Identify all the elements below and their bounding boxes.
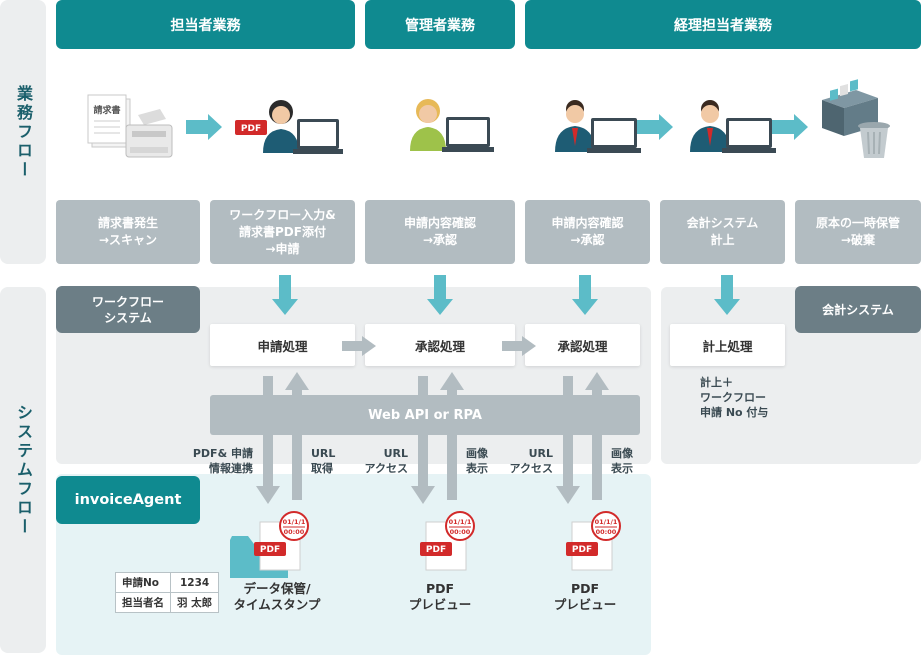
arrow-process-1 xyxy=(342,336,376,356)
metadata-table: 申請No 1234 担当者名 羽 太郎 xyxy=(115,572,220,613)
svg-text:PDF: PDF xyxy=(260,545,280,555)
process-application: 申請処理 xyxy=(210,324,355,366)
svg-text:01/1/1: 01/1/1 xyxy=(595,518,618,526)
folder-pdf-stamp-icon: PDF 01/1/1 00:00 xyxy=(230,511,309,578)
caption-data-storage: データ保管/ タイムスタンプ xyxy=(233,581,321,612)
svg-text:PDF: PDF xyxy=(426,545,446,555)
task-workflow-input: ワークフロー入力& 請求書PDF添付 →申請 xyxy=(210,200,355,264)
svg-text:00:00: 00:00 xyxy=(284,528,305,536)
label-image-display-1: 画像 表示 xyxy=(466,447,488,475)
accounting-note: 計上＋ ワークフロー 申請 No 付与 xyxy=(700,376,769,419)
invoiceagent-label: invoiceAgent xyxy=(56,476,200,524)
svg-text:00:00: 00:00 xyxy=(596,528,617,536)
web-api-rpa-bar: Web API or RPA xyxy=(210,395,640,435)
label-pdf-info: PDF& 申請 情報連携 xyxy=(192,447,253,475)
arrow-pair-3 xyxy=(556,372,609,504)
label-url-access-1: URL アクセス xyxy=(364,447,408,475)
table-cell-key: 担当者名 xyxy=(115,592,171,613)
task-review-approve-manager: 申請内容確認 →承認 xyxy=(365,200,515,264)
table-row: 担当者名 羽 太郎 xyxy=(115,592,220,613)
accountant-pc-icon-1 xyxy=(555,100,641,153)
business-flow-label: 業務フロー xyxy=(0,0,46,264)
task-original-storage: 原本の一時保管 →破棄 xyxy=(795,200,921,264)
arrow-down-2 xyxy=(427,275,453,315)
pdf-preview-icon-1: PDF 01/1/1 00:00 xyxy=(420,511,475,571)
arrow-down-4 xyxy=(714,275,740,315)
caption-pdf-preview-1: PDF プレビュー xyxy=(408,581,472,612)
process-approval-1: 承認処理 xyxy=(365,324,515,366)
scanner-invoice-icon: 請求書 xyxy=(87,94,173,158)
staff-pdf-pc-icon: PDF xyxy=(235,100,343,154)
header-accounting: 経理担当者業務 xyxy=(525,0,921,49)
svg-text:01/1/1: 01/1/1 xyxy=(449,518,472,526)
system-flow-label: システムフロー xyxy=(0,287,46,653)
label-url-access-2: URL アクセス xyxy=(509,447,553,475)
manager-pc-icon xyxy=(410,99,494,152)
task-accounting-entry: 会計システム 計上 xyxy=(660,200,785,264)
label-image-display-2: 画像 表示 xyxy=(611,447,633,475)
task-invoice-scan: 請求書発生 →スキャン xyxy=(56,200,200,264)
table-row: 申請No 1234 xyxy=(115,572,220,593)
table-cell-key: 申請No xyxy=(115,572,171,593)
svg-text:00:00: 00:00 xyxy=(450,528,471,536)
arrow-right-1 xyxy=(186,114,222,140)
header-manager: 管理者業務 xyxy=(365,0,515,49)
svg-text:請求書: 請求書 xyxy=(93,104,120,116)
label-url-get: URL 取得 xyxy=(311,447,336,475)
arrow-pair-2 xyxy=(411,372,464,504)
table-cell-value: 1234 xyxy=(169,572,220,593)
arrow-process-2 xyxy=(502,336,536,356)
workflow-system-label: ワークフロー システム xyxy=(56,286,200,333)
task-review-approve-accounting: 申請内容確認 →承認 xyxy=(525,200,650,264)
arrow-pair-1 xyxy=(256,372,309,504)
svg-text:PDF: PDF xyxy=(572,545,592,555)
pdf-preview-icon-2: PDF 01/1/1 00:00 xyxy=(566,511,621,571)
accounting-system-label: 会計システム xyxy=(795,286,921,333)
svg-text:PDF: PDF xyxy=(241,124,261,134)
caption-pdf-preview-2: PDF プレビュー xyxy=(553,581,617,612)
arrow-right-2 xyxy=(637,114,673,140)
header-staff: 担当者業務 xyxy=(56,0,355,49)
table-cell-value: 羽 太郎 xyxy=(169,592,220,613)
process-approval-2: 承認処理 xyxy=(525,324,640,366)
accountant-pc-icon-2 xyxy=(690,100,776,153)
process-accounting: 計上処理 xyxy=(670,324,785,366)
storage-trash-icon xyxy=(822,79,890,158)
arrow-down-3 xyxy=(572,275,598,315)
arrow-right-3 xyxy=(772,114,808,140)
svg-text:01/1/1: 01/1/1 xyxy=(283,518,306,526)
arrow-down-1 xyxy=(272,275,298,315)
